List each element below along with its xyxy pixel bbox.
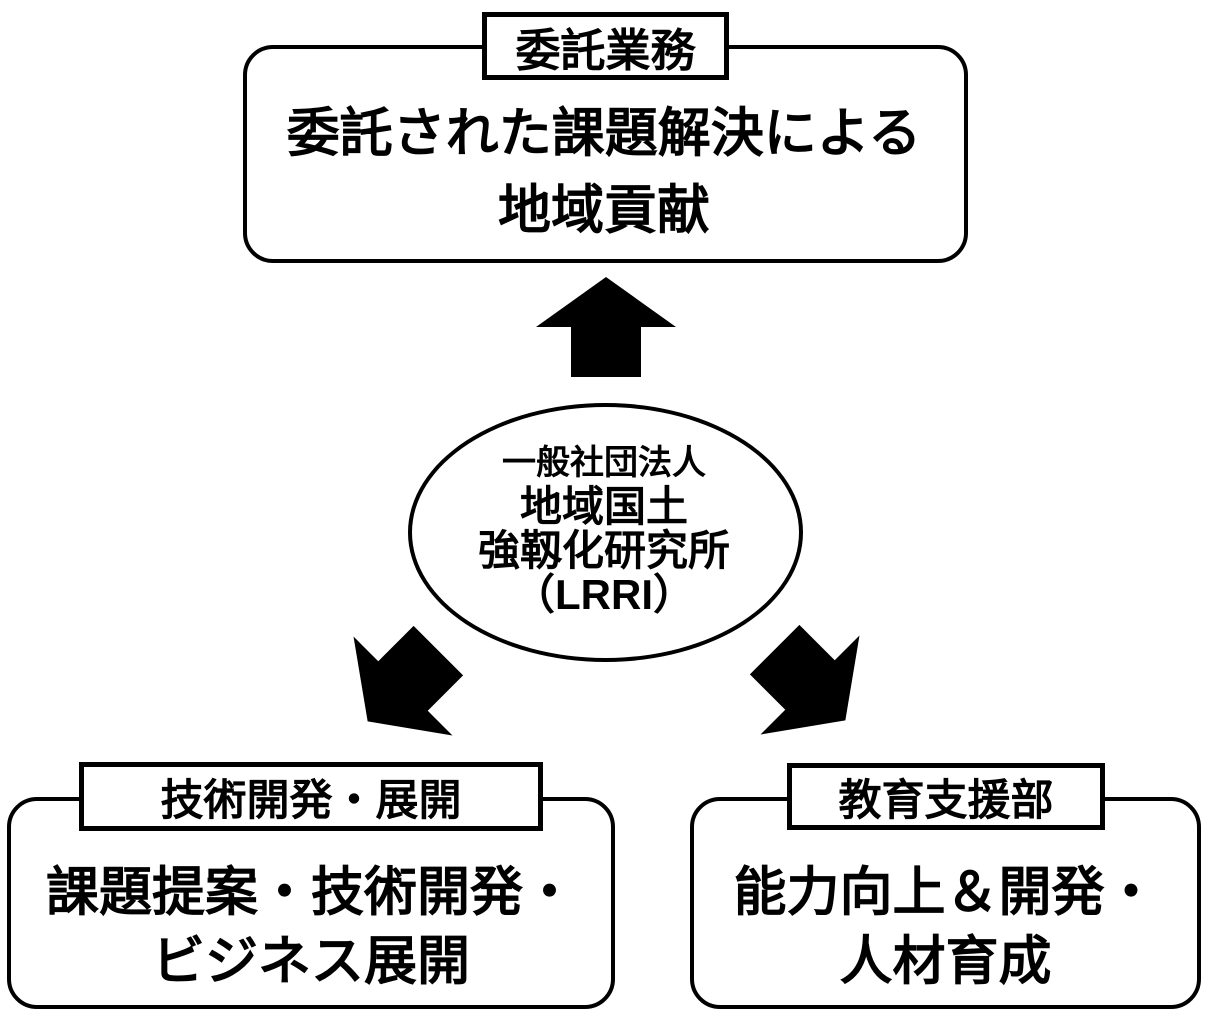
top-node-box	[243, 45, 968, 263]
top-node-line-2: 地域貢献	[498, 181, 710, 240]
bottom-left-node-tag-label: 技術開発・展開	[160, 776, 462, 825]
bottom-left-node-tag: 技術開発・展開	[79, 762, 543, 831]
down-left-arrow	[353, 625, 464, 736]
bottom-right-line-2: 人材育成	[839, 932, 1052, 991]
bottom-right-node-tag-label: 教育支援部	[838, 776, 1054, 825]
center-line-4: （LRRI）	[513, 571, 695, 618]
center-ellipse-text: 一般社団法人 地域国土 強靱化研究所 （LRRI）	[0, 441, 1208, 617]
top-node-tag-label: 委託業務	[515, 24, 696, 76]
center-line-1: 一般社団法人	[502, 444, 706, 482]
top-node-tag: 委託業務	[482, 12, 729, 80]
bottom-right-node-box	[690, 797, 1201, 1009]
top-node-line-1: 委託された課題解決による	[286, 104, 922, 163]
bottom-right-line-1: 能力向上＆開発・	[733, 863, 1158, 922]
bottom-left-line-2: ビジネス展開	[152, 932, 470, 991]
bottom-left-line-1: 課題提案・技術開発・	[46, 863, 576, 922]
center-line-2: 地域国土	[519, 483, 688, 530]
top-node-text: 委託された課題解決による 地域貢献	[0, 95, 1208, 249]
bottom-right-node-text: 能力向上＆開発・ 人材育成	[690, 858, 1201, 996]
bottom-left-node-text: 課題提案・技術開発・ ビジネス展開	[7, 858, 615, 996]
bottom-right-node-tag: 教育支援部	[787, 763, 1105, 830]
center-line-3: 強靱化研究所	[477, 527, 730, 574]
center-ellipse	[408, 403, 803, 662]
bottom-left-node-box	[7, 797, 615, 1009]
down-right-arrow	[749, 624, 860, 735]
up-arrow	[536, 277, 676, 377]
